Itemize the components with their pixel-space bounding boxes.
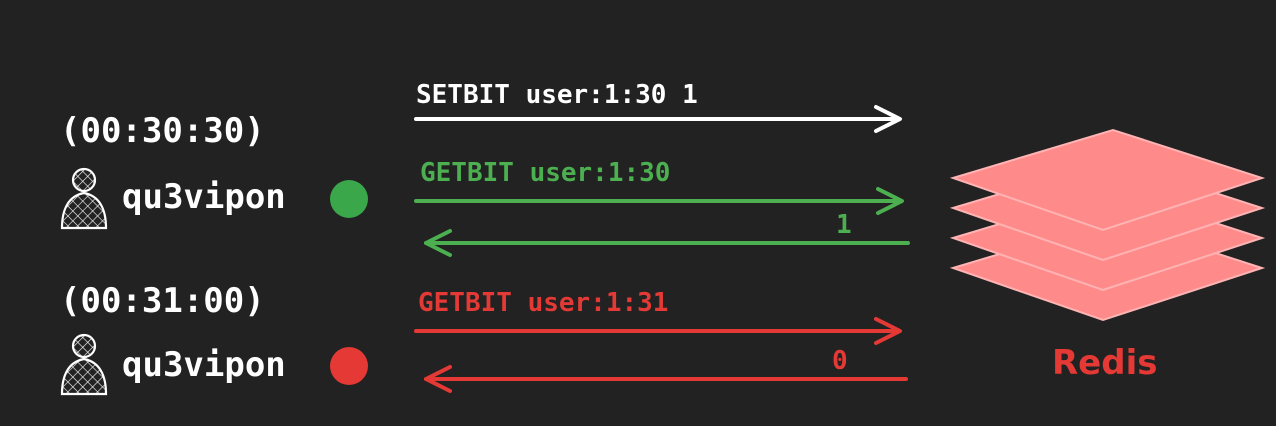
getbit-online-reply-value: 1 [836, 210, 852, 240]
getbit-online-request-arrow [414, 187, 904, 215]
status-offline-dot [330, 347, 368, 385]
user-icon [60, 333, 108, 396]
timestamp-2: (00:31:00) [60, 281, 265, 321]
setbit-request-arrow [414, 105, 902, 133]
getbit-offline-reply-value: 0 [832, 346, 848, 376]
username-1: qu3vipon [122, 177, 286, 217]
redis-layer-1 [949, 128, 1266, 232]
getbit-offline-response-arrow [424, 365, 908, 393]
setbit-command-label: SETBIT user:1:30 1 [416, 80, 698, 110]
getbit-online-response-arrow [424, 229, 910, 257]
getbit-online-command-label: GETBIT user:1:30 [420, 158, 671, 188]
username-2: qu3vipon [122, 345, 286, 385]
user-icon [60, 167, 108, 230]
timestamp-1: (00:30:30) [60, 111, 265, 151]
redis-label: Redis [1052, 343, 1158, 383]
getbit-offline-command-label: GETBIT user:1:31 [418, 288, 669, 318]
database-stack-icon [949, 128, 1266, 322]
getbit-offline-request-arrow [414, 317, 902, 345]
status-online-dot [330, 180, 368, 218]
